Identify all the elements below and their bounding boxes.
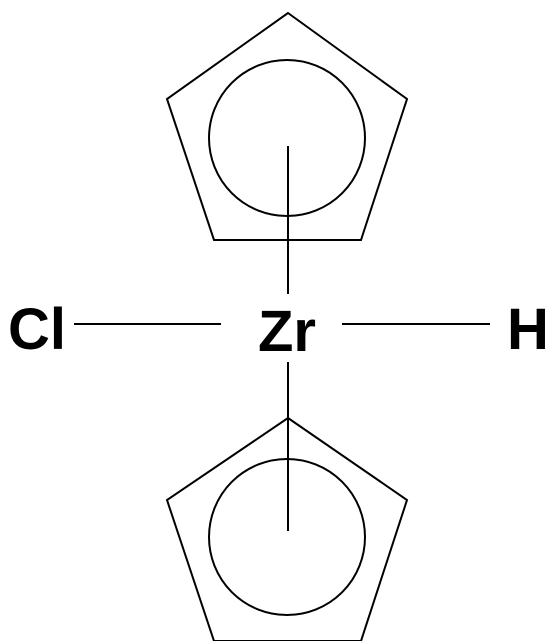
atom-label-cl: Cl — [8, 297, 66, 362]
atom-label-h: H — [507, 297, 549, 362]
atom-label-zr: Zr — [258, 299, 316, 364]
bottom-cp-pentagon — [165, 416, 409, 641]
